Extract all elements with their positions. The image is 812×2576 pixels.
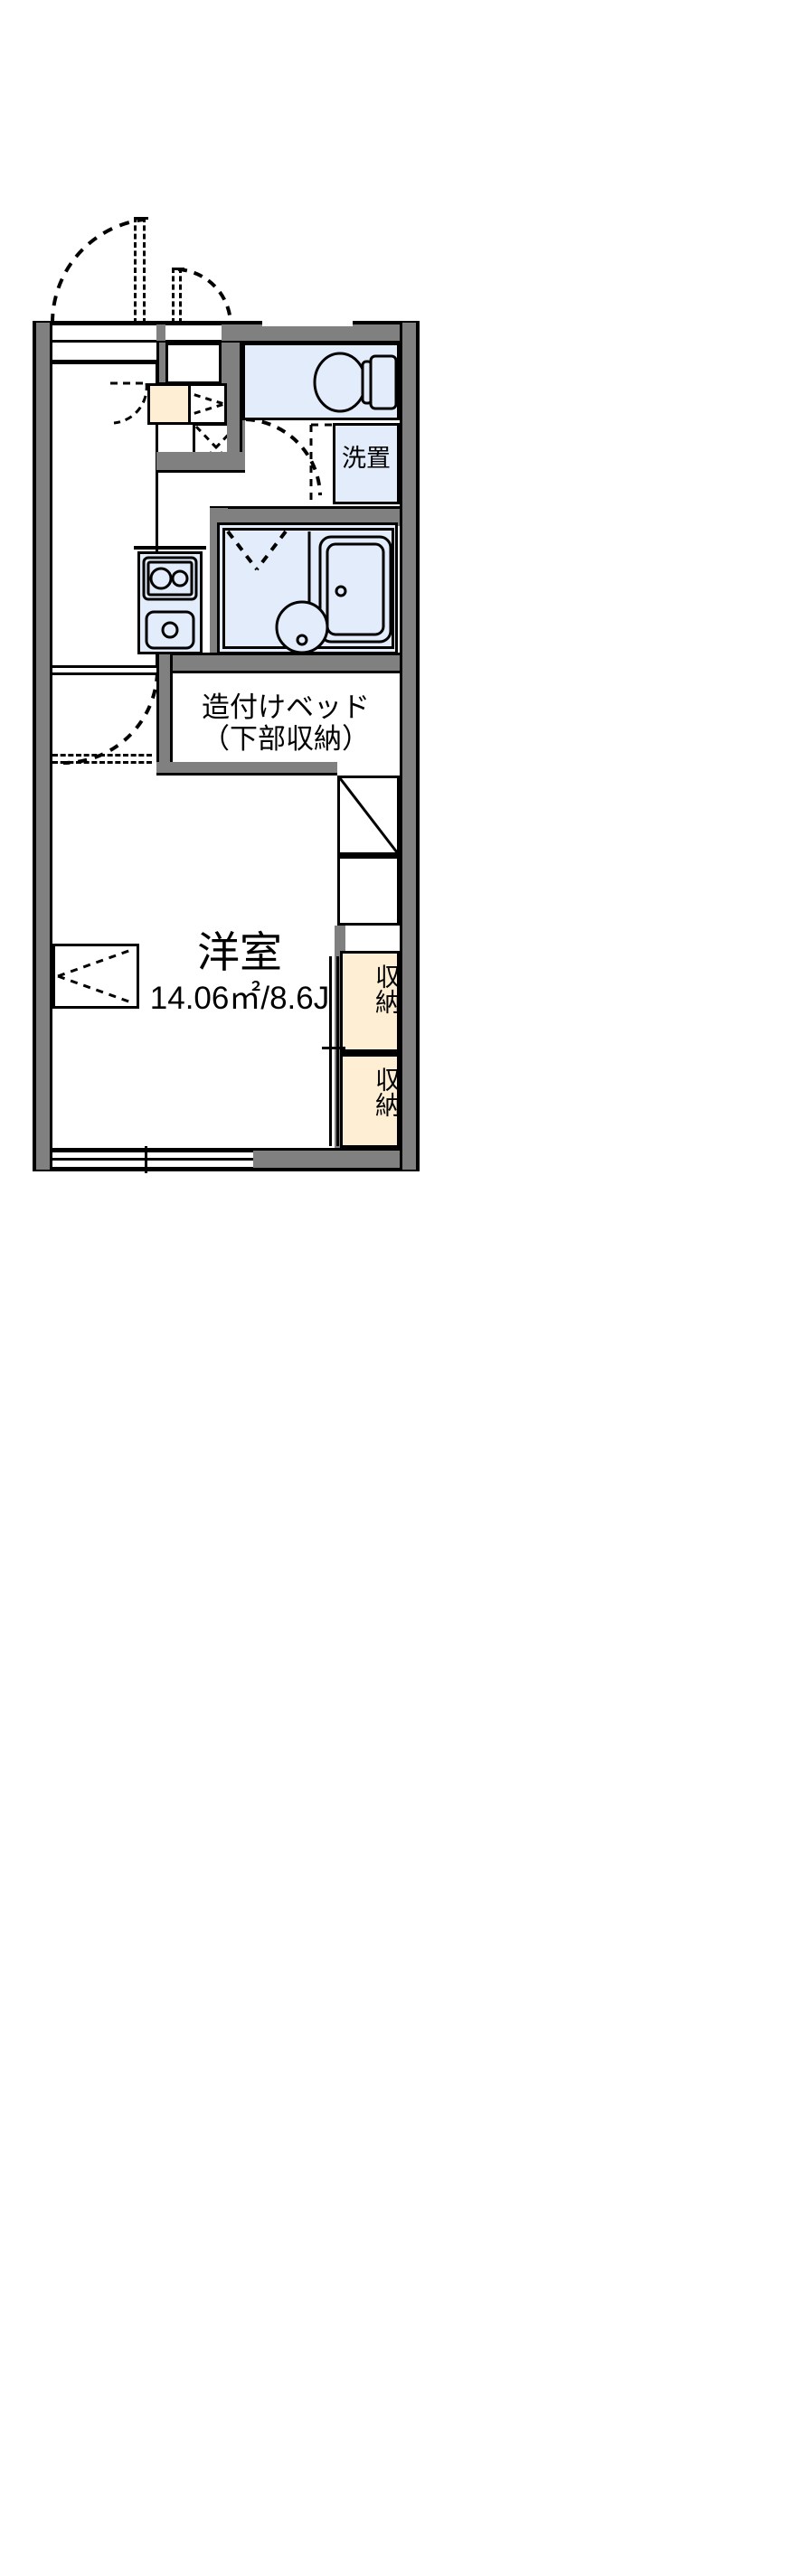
- exterior-wall-right-outline-inner: [400, 323, 402, 1170]
- closet-lower-label: 収納: [373, 1067, 401, 1117]
- kitchen-sink-icon: [145, 610, 195, 650]
- room-door-opening: [52, 667, 156, 672]
- closet-upper: [340, 951, 400, 1052]
- west-window: [52, 944, 139, 1009]
- bed-alcove-wall-bottom-line: [156, 773, 337, 776]
- exterior-wall-bottom-outline-inner: [33, 1148, 420, 1151]
- partition-sanitary-bottom: [156, 452, 245, 472]
- shoe-cabinet: [147, 383, 191, 425]
- built-in-bed-label: 造付けベッド （下部収納）: [173, 691, 399, 755]
- bed-alcove-wall-top-line2: [156, 671, 400, 673]
- exterior-wall-left-outline-inner: [50, 323, 52, 1170]
- washer-space-label: 洗置: [342, 445, 391, 472]
- built-in-bed-label-line1: 造付けベッド: [202, 691, 370, 723]
- bathroom-wall-top-line: [210, 506, 400, 509]
- closet-upper-label: 収納: [373, 964, 401, 1014]
- entry-door-leaf[interactable]: [134, 217, 146, 324]
- closet-door-handle-mark: [322, 1047, 345, 1049]
- north-window: [262, 321, 353, 326]
- balcony-window-sill: [52, 1158, 253, 1161]
- entry-door-opening: [52, 323, 156, 343]
- bed-alcove-wall-top: [156, 654, 400, 672]
- closet-door-track-b[interactable]: [336, 956, 339, 1146]
- toilet-door-swing-icon: [245, 418, 322, 496]
- loft-diagonal-icon: [338, 777, 399, 853]
- room-door-swing-icon[interactable]: [51, 671, 165, 770]
- bed-alcove-wall-top-line: [156, 653, 400, 655]
- partition-sanitary-right-line: [240, 343, 242, 472]
- loft-panel-divider: [337, 853, 400, 856]
- closet-divider: [340, 1050, 400, 1054]
- bath-sink-icon: [275, 531, 329, 654]
- toilet-icon: [313, 352, 398, 413]
- closet-lower: [340, 1054, 400, 1148]
- shoe-closet-door-swing-icon: [177, 268, 232, 324]
- kitchen-counter-top-edge: [134, 546, 206, 550]
- closet-door-opening-top: [165, 323, 222, 343]
- exterior-wall-left: [33, 323, 52, 1170]
- exterior-wall-bottom-outline-outer: [33, 1168, 420, 1171]
- exterior-wall-top-outline-outer: [33, 321, 420, 324]
- bed-alcove-wall-left: [156, 654, 173, 775]
- exterior-wall-top-outline-inner: [33, 341, 420, 343]
- washer-space-door-icon[interactable]: [304, 421, 340, 508]
- entrance-step-line: [52, 360, 158, 362]
- washer-space: [333, 423, 400, 504]
- shoe-closet-door-leaf[interactable]: [172, 268, 182, 324]
- bathroom-wall-top: [210, 508, 400, 526]
- room-door-leaf[interactable]: [52, 754, 152, 764]
- room-door-frame-top: [52, 665, 158, 668]
- exterior-wall-right: [400, 323, 420, 1170]
- shoe-box: [165, 343, 222, 384]
- bathtub-icon: [318, 535, 392, 644]
- bed-alcove-wall-left-line2: [170, 654, 173, 775]
- room-door-frame-bottom: [52, 672, 158, 675]
- exterior-wall-right-outline-outer: [416, 323, 420, 1170]
- main-room-area-label: 14.06㎡/8.6J: [149, 981, 330, 1016]
- west-window-icon: [57, 947, 135, 1005]
- partition-sanitary-bottom-line: [156, 470, 245, 473]
- entry-door-leaf-cap: [134, 217, 148, 220]
- entrance-vestibule: [52, 343, 156, 362]
- entrance-closet-door-swing-icon: [110, 381, 148, 425]
- built-in-bed-label-line2: （下部収納）: [202, 722, 370, 755]
- stove-two-burner-icon: [142, 556, 198, 601]
- loft-panel-lower: [337, 856, 400, 926]
- bath-door-swing-icon[interactable]: [222, 528, 295, 578]
- exterior-wall-left-outline-outer: [33, 323, 36, 1170]
- closet-door-track-a[interactable]: [329, 956, 332, 1146]
- shoe-closet-door-leaf-cap: [172, 268, 184, 270]
- bed-alcove-wall-left-line: [156, 654, 159, 775]
- entry-door-swing-icon: [50, 218, 144, 324]
- main-room-name-label: 洋室: [197, 928, 282, 976]
